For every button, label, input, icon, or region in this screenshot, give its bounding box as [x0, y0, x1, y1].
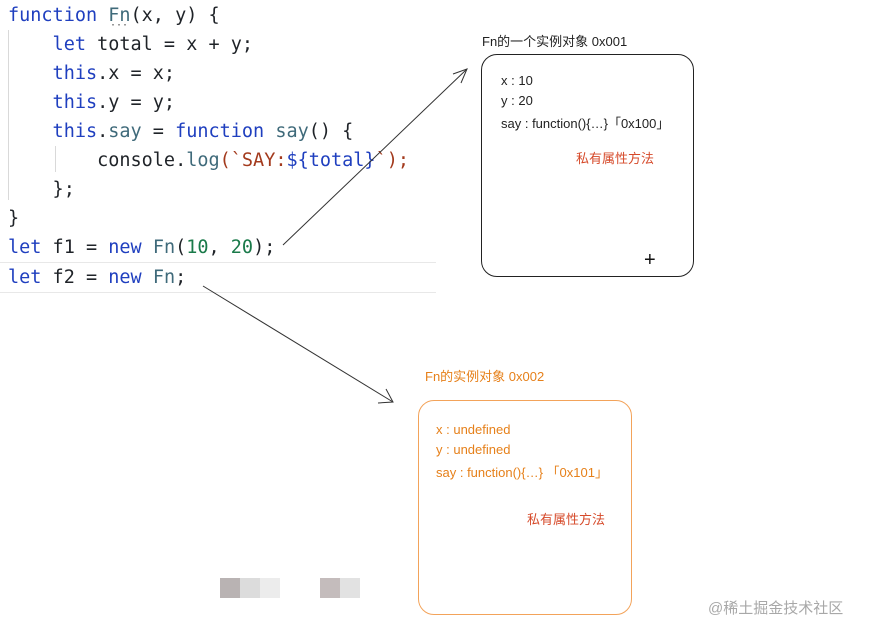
code-token: log [186, 150, 220, 171]
code-token: let [8, 237, 42, 258]
arrow-f1-to-instance1 [282, 68, 468, 246]
code-token: , [208, 237, 231, 258]
instance2-prop-say: say : function(){…} 「0x101」 [436, 465, 608, 480]
instance1-prop-say: say : function(){…}「0x100」 [501, 116, 670, 131]
code-token: 20 [230, 237, 254, 258]
arrow-f2-head [377, 388, 394, 404]
code-token: total = x + y; [85, 34, 254, 55]
code-token: say [275, 121, 309, 142]
blurred-block-1 [220, 578, 260, 598]
watermark: @稀土掘金技术社区 [708, 600, 844, 617]
instance1-box [481, 54, 694, 277]
code-token: Fn [152, 237, 176, 258]
instance1-prop-x: x : 10 [501, 73, 533, 88]
code-line: this.say = function say() { [8, 117, 354, 146]
instance1-private-label: 私有属性方法 [576, 151, 655, 166]
code-line: let total = x + y; [8, 30, 254, 59]
blurred-block-1b [260, 578, 280, 598]
code-token: Fn [108, 5, 131, 26]
code-token: f2 = [41, 267, 109, 288]
code-token: this [8, 92, 98, 113]
instance2-prop-y: y : undefined [436, 442, 511, 457]
instance2-box [418, 400, 632, 615]
ellipsis-marker: ··· [110, 20, 129, 31]
arrow-f1-head [452, 68, 468, 84]
code-token: (`SAY: [219, 150, 287, 171]
code-line: } [8, 204, 19, 233]
code-line: this.x = x; [8, 59, 176, 88]
instance2-caption: Fn的实例对象 0x002 [425, 369, 545, 384]
code-token: let [8, 267, 42, 288]
crosshair-cursor-icon: + [644, 249, 656, 271]
code-token: ); [253, 237, 276, 258]
arrow-f2-to-instance2 [202, 285, 394, 403]
code-token: }; [8, 179, 75, 200]
code-token: let [8, 34, 86, 55]
instance2-prop-x: x : undefined [436, 422, 511, 437]
code-token: } [8, 208, 20, 229]
code-line: function Fn(x, y) { [8, 1, 220, 30]
instance2-private-label: 私有属性方法 [527, 512, 606, 527]
code-line: console.log(`SAY:${total}`); [8, 146, 409, 175]
code-token: . [97, 121, 109, 142]
code-token: () { [308, 121, 354, 142]
code-token: this [8, 121, 98, 142]
code-line: }; [8, 175, 75, 204]
code-token: .x = x; [97, 63, 176, 84]
code-line: this.y = y; [8, 88, 176, 117]
code-token: = [141, 121, 176, 142]
indent-guide-inner [55, 146, 56, 172]
code-token: function [8, 5, 98, 26]
code-token: ${total} [286, 150, 376, 171]
blurred-block-2 [320, 578, 360, 598]
code-token: this [8, 63, 98, 84]
code-token: Fn [152, 267, 176, 288]
code-token: new [108, 267, 142, 288]
code-token: 10 [186, 237, 209, 258]
code-token: `); [375, 150, 409, 171]
code-token: new [108, 237, 142, 258]
code-token: ( [175, 237, 187, 258]
code-token: console. [8, 150, 187, 171]
code-token: (x, y) { [130, 5, 220, 26]
code-token: function [175, 121, 265, 142]
instance1-prop-y: y : 20 [501, 93, 533, 108]
indent-guide [8, 30, 9, 200]
code-token: ; [175, 267, 187, 288]
instance1-caption: Fn的一个实例对象 0x001 [482, 34, 628, 49]
code-token: say [108, 121, 142, 142]
code-line: let f2 = new Fn; [0, 262, 436, 293]
code-line: let f1 = new Fn(10, 20); [8, 233, 275, 262]
code-token: f1 = [41, 237, 109, 258]
code-token: .y = y; [97, 92, 176, 113]
